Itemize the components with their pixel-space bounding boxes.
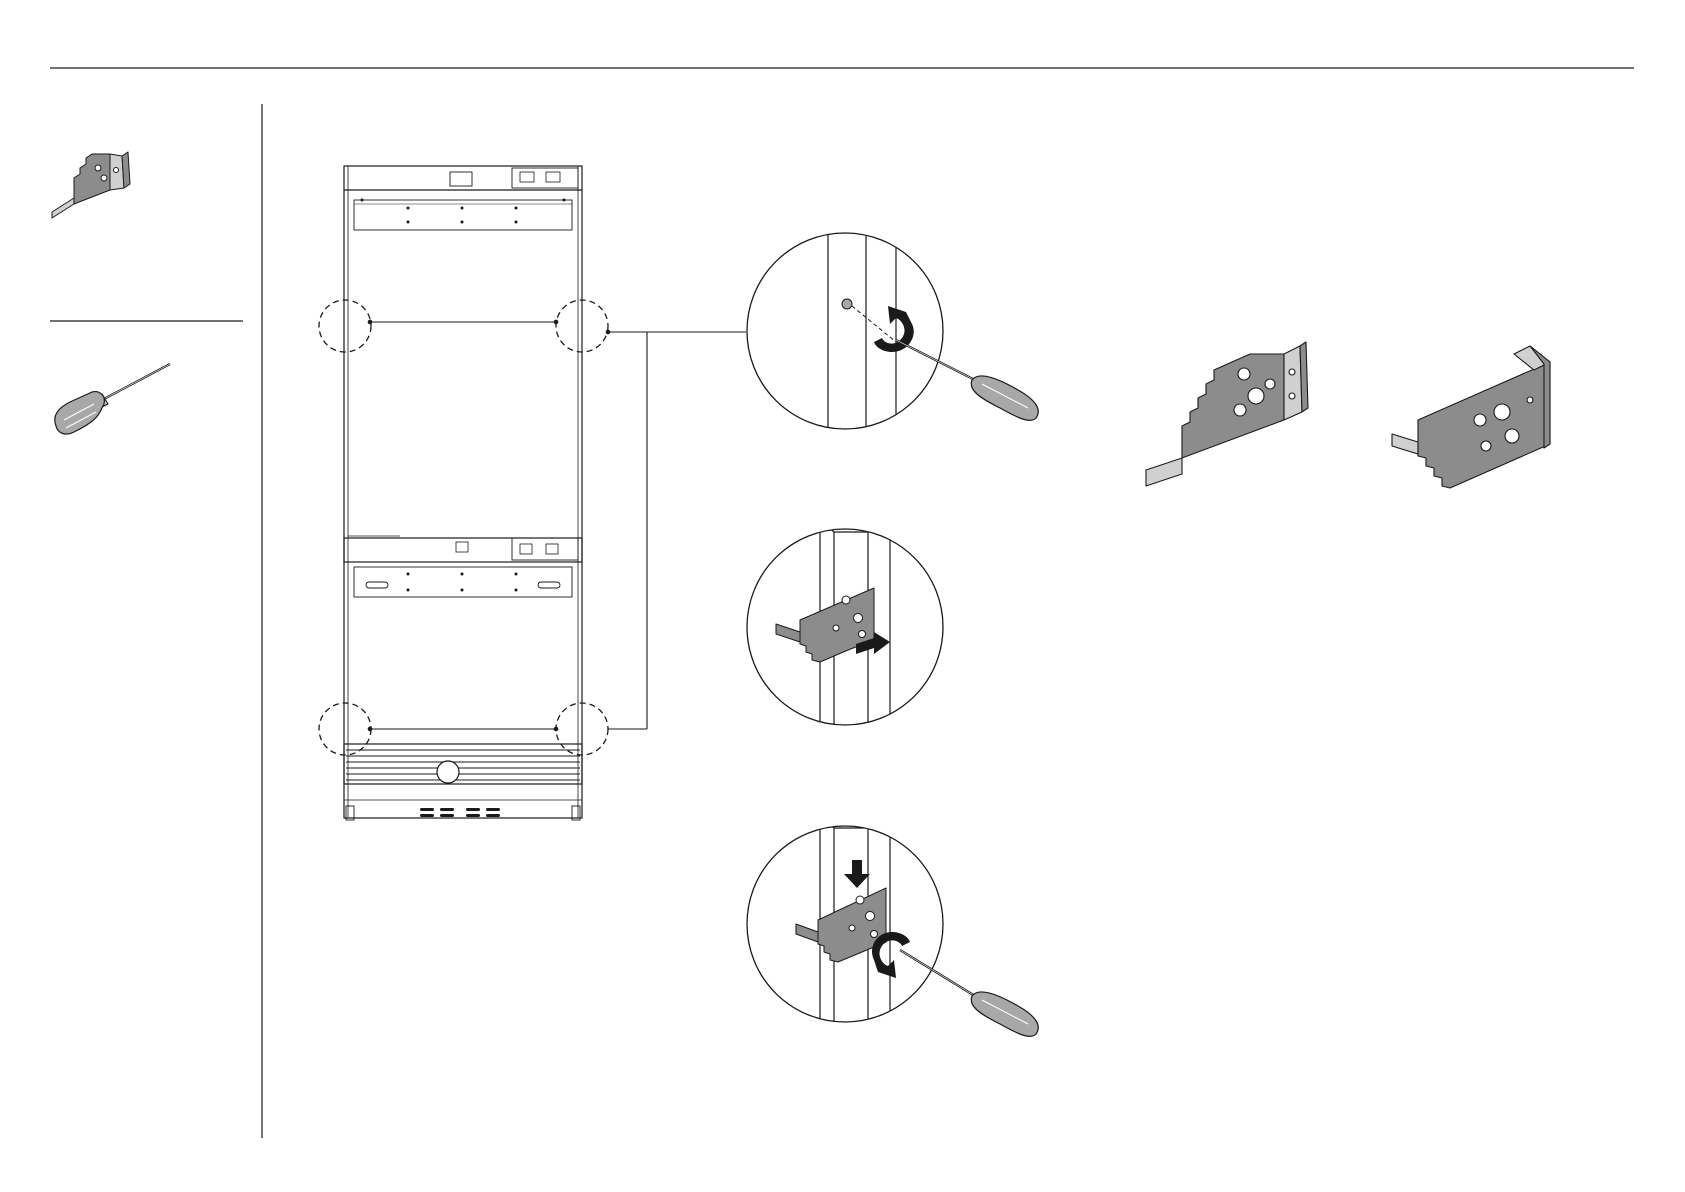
left-bracket-icon — [1146, 342, 1308, 486]
insert-bracket-detail — [747, 520, 943, 740]
remove-screw-detail — [747, 220, 1038, 440]
callout-bottom-left — [319, 703, 371, 755]
bracket-icon — [52, 152, 130, 218]
callout-top-left — [319, 300, 371, 352]
callout-leaders — [368, 320, 746, 731]
callout-markers — [319, 300, 608, 755]
right-bracket-icon — [1392, 346, 1550, 488]
refrigerator-front-icon — [344, 166, 582, 820]
screwdriver-icon — [55, 364, 170, 434]
fix-bracket-detail — [747, 816, 1038, 1036]
